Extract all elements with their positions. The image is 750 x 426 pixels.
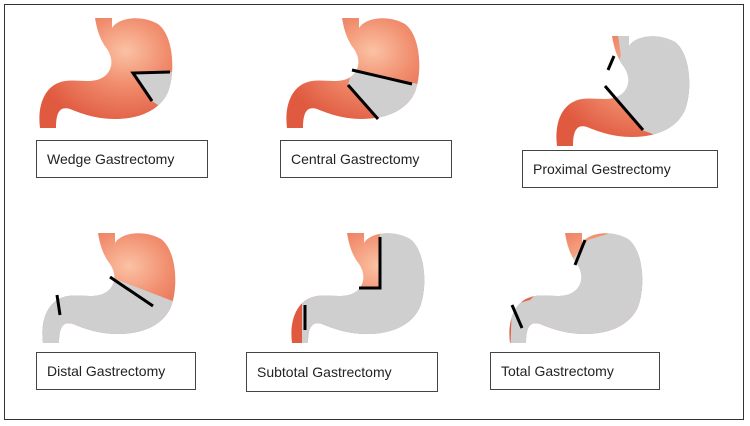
label-proximal-gastrectomy: Proximal Gestrectomy — [522, 150, 718, 188]
label-total-gastrectomy: Total Gastrectomy — [490, 352, 660, 390]
label-subtotal-gastrectomy: Subtotal Gastrectomy — [246, 352, 438, 392]
label-wedge-gastrectomy: Wedge Gastrectomy — [36, 140, 208, 178]
label-distal-gastrectomy: Distal Gastrectomy — [36, 352, 196, 390]
stomach-proximal — [556, 36, 690, 146]
stomach-subtotal — [291, 233, 425, 343]
stomach-distal — [42, 233, 176, 343]
label-central-gastrectomy: Central Gastrectomy — [280, 140, 452, 178]
figure-border — [4, 4, 744, 420]
stomach-wedge — [39, 18, 173, 128]
cut-line — [130, 70, 171, 102]
stomach-central — [286, 18, 420, 128]
stomach-total — [509, 233, 643, 343]
